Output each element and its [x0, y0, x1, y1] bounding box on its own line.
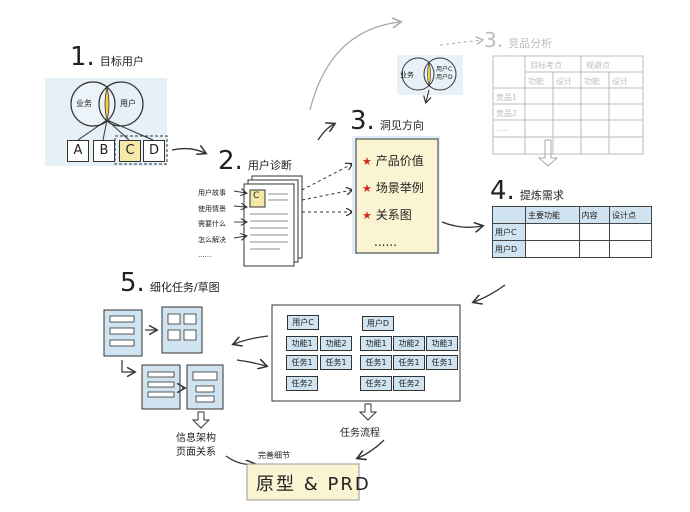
flow-func: 功能1 — [360, 336, 392, 351]
insight-item-label: 产品价值 — [375, 154, 424, 168]
step3-header: 3. 洞见方向 — [350, 106, 424, 136]
competitor-subheader: 功能 — [528, 77, 544, 86]
table-row: 用户C — [492, 223, 653, 241]
insight-item: ★ 场景举例 — [362, 175, 424, 202]
step2-header: 2. 用户诊断 — [218, 146, 292, 176]
step4-number: 4. — [490, 176, 515, 206]
step1-number: 1. — [70, 42, 95, 72]
competitor-user-d: 用户D — [436, 74, 453, 81]
step2-title: 用户诊断 — [247, 159, 292, 172]
table-row: 主要功能 内容 设计点 — [492, 206, 653, 224]
flow-task: 任务1 — [320, 355, 352, 370]
competitor-row: 竞品2 — [496, 109, 518, 118]
step2-number: 2. — [218, 146, 243, 176]
competitor-subheader: 设计 — [556, 77, 572, 86]
competitor-group-1: 目标考点 — [530, 61, 562, 70]
flow-task: 任务1 — [426, 355, 458, 370]
flow-func: 功能2 — [393, 336, 425, 351]
competitor-user-labels: 用户C 用户D — [436, 66, 453, 82]
table-header: 设计点 — [608, 206, 653, 224]
flow-task: 任务2 — [286, 376, 318, 391]
final-label: 原型 & PRD — [256, 474, 371, 495]
user-box-d: D — [143, 140, 165, 162]
flow-task: 任务1 — [393, 355, 425, 370]
user-box-a: A — [67, 140, 89, 162]
insight-more: ...... — [374, 235, 397, 249]
table-header: 主要功能 — [525, 206, 580, 224]
ia-line: 信息架构 — [176, 433, 216, 444]
table-row-label: 用户D — [492, 240, 526, 258]
competitor-header: 3. 竞品分析 — [484, 28, 552, 52]
ia-line: 页面关系 — [176, 447, 216, 458]
flow-group-label-d: 用户D — [362, 316, 394, 331]
table-row: 用户D — [492, 240, 653, 258]
insight-item-label: 场景举例 — [375, 181, 424, 195]
insight-list: ★ 产品价值 ★ 场景举例 ★ 关系图 ...... — [362, 148, 424, 255]
flow-task: 任务2 — [393, 376, 425, 391]
flow-group-label-c: 用户C — [287, 315, 319, 330]
step1-header: 1. 目标用户 — [70, 42, 144, 72]
ia-label: 信息架构 页面关系 — [176, 432, 216, 460]
competitor-number: 3. — [484, 28, 504, 52]
competitor-user-c: 用户C — [436, 66, 453, 73]
insight-item-label: 关系图 — [375, 208, 412, 222]
step2-label: ...... — [198, 251, 212, 259]
step4-title: 提炼需求 — [519, 189, 564, 202]
step2-label: 需要什么 — [198, 220, 226, 228]
table-row-label: 用户C — [492, 223, 526, 241]
table-header: 内容 — [578, 206, 610, 224]
flow-func: 功能1 — [286, 336, 318, 351]
competitor-group-2: 规避点 — [586, 61, 610, 70]
star-icon: ★ — [362, 155, 372, 168]
step2-label: 使用情景 — [198, 204, 226, 213]
competitor-title: 竞品分析 — [508, 37, 553, 50]
step2-doc-letter: C — [253, 191, 260, 201]
step5-title: 细化任务/草图 — [149, 281, 220, 294]
flow-caption: 任务流程 — [340, 428, 380, 439]
step5-header: 5. 细化任务/草图 — [120, 268, 220, 298]
star-icon: ★ — [362, 209, 372, 222]
insight-item: ★ 关系图 — [362, 202, 424, 229]
step1-title: 目标用户 — [99, 55, 144, 68]
flow-func: 功能3 — [426, 336, 458, 351]
flow-task: 任务2 — [360, 376, 392, 391]
user-box-b: B — [93, 140, 115, 162]
competitor-row: ..... — [496, 124, 509, 133]
competitor-subheader: 设计 — [612, 77, 628, 86]
flow-task: 任务1 — [360, 355, 392, 370]
step1-business-label: 业务 — [76, 99, 92, 108]
step2-label-list: 用户故事 使用情景 需要什么 怎么解决 ...... — [198, 186, 226, 264]
user-box-c: C — [119, 140, 141, 162]
competitor-business-label: 业务 — [400, 71, 414, 79]
step3-number: 3. — [350, 106, 375, 136]
step5-number: 5. — [120, 268, 145, 298]
step1-user-label: 用户 — [120, 99, 136, 108]
step4-header: 4. 提炼需求 — [490, 176, 564, 206]
insight-item: ★ 产品价值 — [362, 148, 424, 175]
step2-label: 用户故事 — [198, 189, 226, 197]
final-small-label: 完善细节 — [258, 451, 290, 460]
requirements-table: 主要功能 内容 设计点 用户C 用户D — [492, 206, 653, 258]
star-icon: ★ — [362, 182, 372, 195]
business-circle — [70, 81, 116, 127]
step3-title: 洞见方向 — [379, 119, 424, 132]
flow-task: 任务1 — [286, 355, 318, 370]
competitor-subheader: 功能 — [584, 77, 600, 86]
flow-func: 功能2 — [320, 336, 352, 351]
competitor-row: 竞品1 — [496, 93, 518, 102]
step2-label: 怎么解决 — [198, 235, 226, 244]
